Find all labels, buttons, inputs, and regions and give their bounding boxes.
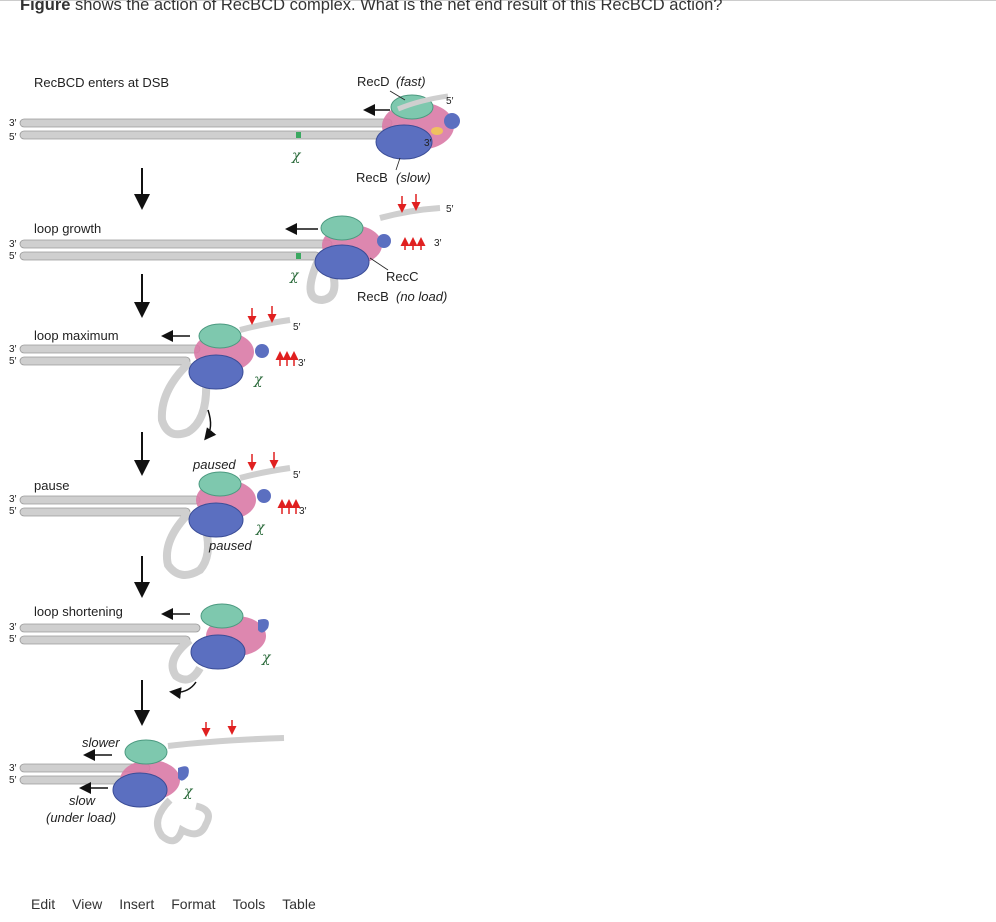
end-label-5prime-s6: 5′ xyxy=(9,775,17,786)
final-dna xyxy=(19,735,285,845)
loop-growth-dna xyxy=(19,205,441,305)
label-under-load: (under load) xyxy=(46,810,116,825)
top-divider xyxy=(0,0,996,1)
label-recb-noload: (no load) xyxy=(396,289,447,304)
menu-table[interactable]: Table xyxy=(282,896,316,912)
end-label-3prime-s5: 3′ xyxy=(9,622,17,633)
label-paused-bottom: paused xyxy=(208,538,252,553)
end-label-5prime-s4: 5′ xyxy=(9,506,17,517)
label-recd-fast: (fast) xyxy=(396,74,426,89)
stage-label-loop-maximum: loop maximum xyxy=(34,328,119,343)
end-label-3prime-inner: 3′ xyxy=(424,138,432,149)
end-label-3prime-s4b: 3′ xyxy=(299,506,307,517)
chi-label-s2: χ xyxy=(289,268,300,284)
end-label-5prime: 5′ xyxy=(9,132,17,143)
label-recb-s2: RecB xyxy=(357,289,389,304)
end-label-5prime-s2: 5′ xyxy=(9,251,17,262)
editor-menubar: Edit View Insert Format Tools Table xyxy=(31,896,333,912)
recbcd-complex-1 xyxy=(375,93,460,160)
stage-label-pause: pause xyxy=(34,478,69,493)
label-paused-top: paused xyxy=(192,457,236,472)
question-rest: shows the action of RecBCD complex. What… xyxy=(70,0,723,14)
question-bold: Figure xyxy=(20,0,71,14)
loop-shortening-dna xyxy=(19,623,204,684)
recbcd-complex-5 xyxy=(190,603,269,670)
end-label-5prime-s4b: 5′ xyxy=(293,470,301,481)
menu-tools[interactable]: Tools xyxy=(232,896,266,912)
chi-site-marker xyxy=(296,132,301,138)
menu-format[interactable]: Format xyxy=(171,896,216,912)
end-label-3prime-s3b: 3′ xyxy=(298,358,306,369)
label-recb: RecB xyxy=(356,170,388,185)
end-label-5prime-s3b: 5′ xyxy=(293,322,301,333)
stage-label-enters-dsb: RecBCD enters at DSB xyxy=(34,75,169,90)
recbcd-diagram: RecBCD enters at DSB 3′ 5′ χ 5′ 3′ RecD … xyxy=(9,74,460,845)
end-label-3prime-s2: 3′ xyxy=(9,239,17,250)
dsb-dna-duplex xyxy=(19,118,393,140)
recbcd-complex-2 xyxy=(314,215,391,280)
stage-label-loop-growth: loop growth xyxy=(34,221,101,236)
label-recb-slow: (slow) xyxy=(396,170,431,185)
recbcd-complex-6 xyxy=(112,739,189,808)
end-label-3prime-s3: 3′ xyxy=(9,344,17,355)
end-label-3prime-s2b: 3′ xyxy=(434,238,442,249)
chi-label-s6: χ xyxy=(183,784,194,800)
recbcd-complex-4 xyxy=(188,471,271,538)
menu-insert[interactable]: Insert xyxy=(119,896,155,912)
end-label-5prime-s3: 5′ xyxy=(9,356,17,367)
chi-label-s5: χ xyxy=(261,650,272,666)
end-label-5prime-s5: 5′ xyxy=(9,634,17,645)
chi-label-s4: χ xyxy=(255,520,266,536)
pause-dna xyxy=(19,465,291,579)
label-slow: slow xyxy=(69,793,97,808)
menu-edit[interactable]: Edit xyxy=(31,896,56,912)
end-label-3prime-s6: 3′ xyxy=(9,763,17,774)
label-recd: RecD xyxy=(357,74,390,89)
end-label-3prime-s4: 3′ xyxy=(9,494,17,505)
end-label-5prime-s2b: 5′ xyxy=(446,204,454,215)
menu-view[interactable]: View xyxy=(72,896,103,912)
label-recc: RecC xyxy=(386,269,419,284)
loop-maximum-dna xyxy=(19,317,291,439)
recbcd-complex-3 xyxy=(188,323,269,390)
question-text: Figure shows the action of RecBCD comple… xyxy=(20,0,722,15)
label-slower: slower xyxy=(82,735,120,750)
stage-label-loop-shortening: loop shortening xyxy=(34,604,123,619)
end-label-3prime: 3′ xyxy=(9,118,17,129)
end-label-5prime-top: 5′ xyxy=(446,96,454,107)
chi-label-s3: χ xyxy=(253,372,264,388)
chi-label: χ xyxy=(291,148,302,164)
